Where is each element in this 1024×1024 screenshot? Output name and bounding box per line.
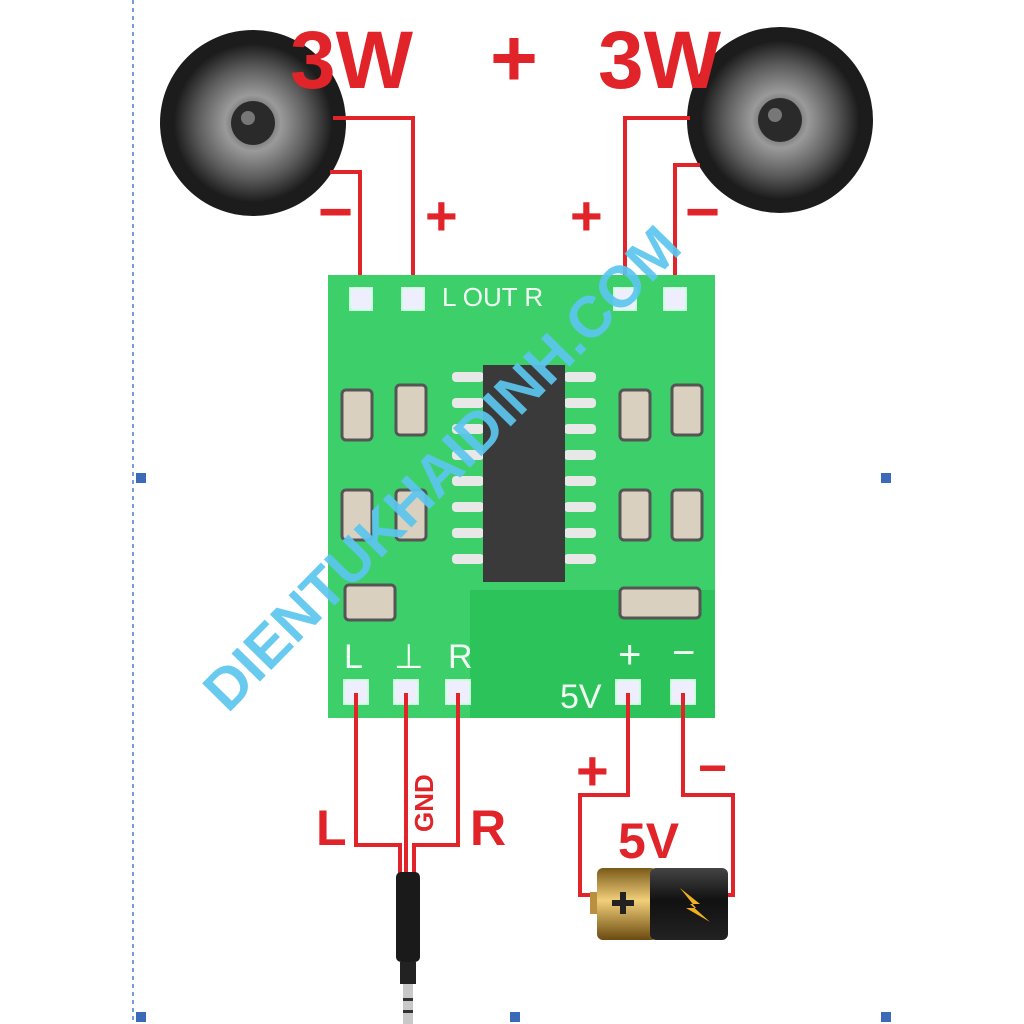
power-minus-wire — [681, 693, 735, 897]
audio-gnd-label: GND — [409, 774, 439, 832]
audio-right-label: R — [470, 800, 506, 856]
board-r-label: R — [448, 638, 473, 676]
left-speaker-icon — [160, 30, 346, 216]
resize-handle-bottom[interactable] — [510, 1012, 520, 1022]
resize-handle-bottom-left[interactable] — [136, 1012, 146, 1022]
smd-components — [340, 383, 704, 622]
right-speaker-icon — [687, 27, 873, 213]
right-plus-label: + — [570, 184, 603, 247]
power-plus-wire — [578, 693, 630, 897]
board-minus-label: − — [672, 631, 695, 675]
audio-jack-icon — [396, 872, 420, 1024]
left-minus-label: − — [318, 178, 353, 245]
resize-handle-left[interactable] — [136, 473, 146, 483]
board-plus-label: + — [618, 633, 641, 677]
audio-left-label: L — [316, 800, 347, 856]
power-voltage-label: 5V — [618, 813, 680, 869]
board-gnd-label: ⊥ — [394, 638, 424, 676]
power-minus-label: − — [698, 740, 727, 796]
board-l-label: L — [344, 638, 363, 676]
board-out-label: L OUT R — [442, 282, 543, 312]
power-plus-label: + — [576, 739, 609, 802]
left-speaker-plus-wire — [333, 116, 415, 300]
right-power-rating: 3W — [598, 15, 722, 106]
amplifier-ic — [452, 365, 596, 582]
battery-icon — [590, 868, 728, 940]
left-audio-wire — [354, 693, 402, 880]
right-audio-wire — [412, 693, 460, 880]
left-speaker-minus-wire — [330, 170, 362, 300]
title-plus: + — [490, 13, 538, 104]
left-power-rating: 3W — [290, 15, 414, 106]
amplifier-board: L OUT R — [328, 275, 715, 718]
right-speaker-plus-wire — [623, 116, 690, 300]
right-minus-label: − — [685, 178, 720, 245]
right-speaker-minus-wire — [673, 163, 700, 300]
board-5v-label: 5V — [560, 678, 602, 716]
left-plus-label: + — [425, 184, 458, 247]
resize-handle-bottom-right[interactable] — [881, 1012, 891, 1022]
resize-handle-right[interactable] — [881, 473, 891, 483]
